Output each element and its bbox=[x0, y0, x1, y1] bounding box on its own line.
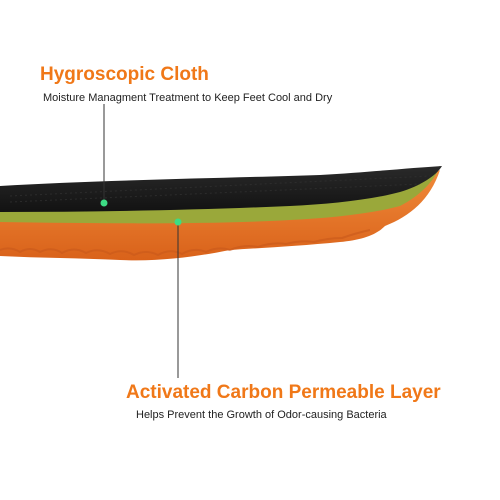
callout-description-hygroscopic-cloth: Moisture Managment Treatment to Keep Fee… bbox=[43, 92, 333, 104]
foam-texture bbox=[0, 229, 371, 257]
cloth-texture bbox=[9, 175, 431, 203]
callout-title-hygroscopic-cloth: Hygroscopic Cloth bbox=[40, 64, 209, 85]
callout-title-carbon-layer: Activated Carbon Permeable Layer bbox=[126, 382, 441, 403]
marker-dot-carbon bbox=[174, 218, 182, 226]
cloth-layer bbox=[0, 166, 442, 212]
callout-description-carbon-layer: Helps Prevent the Growth of Odor-causing… bbox=[136, 409, 387, 421]
marker-dot-cloth bbox=[100, 199, 108, 207]
